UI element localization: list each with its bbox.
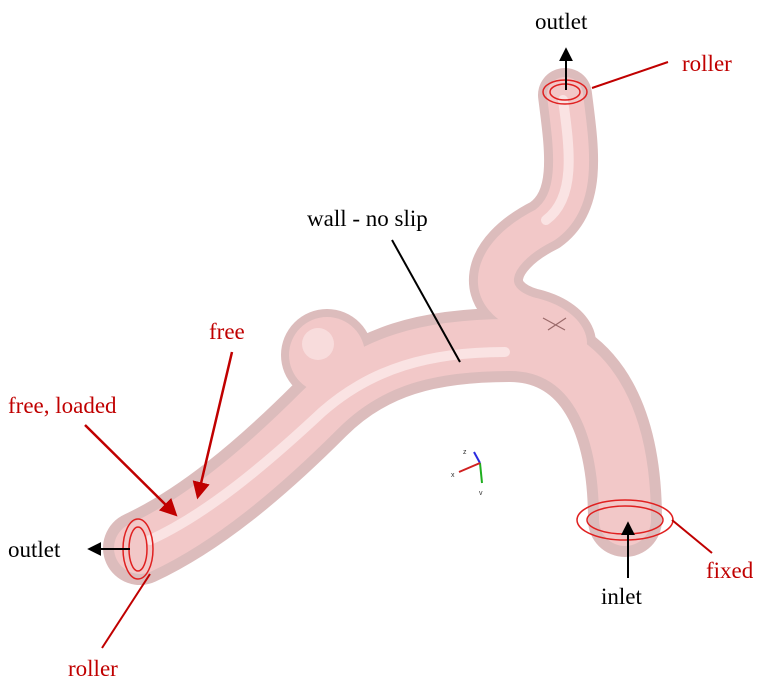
axis-y-label: v [479,490,483,497]
roller-top-leader [592,62,668,88]
axis-z-line [474,452,480,463]
axis-z-label: z [463,449,467,456]
free-loaded-label: free, loaded [8,393,117,418]
fixed-leader [672,520,712,553]
roller-bottom-label: roller [68,656,118,681]
wall-label: wall - no slip [307,206,428,231]
aneurysm-highlight [302,328,334,360]
free-label: free [209,319,245,344]
axis-x-line [459,463,480,472]
roller-bottom-leader [102,574,150,648]
roller-top-label: roller [682,51,732,76]
inlet-label: inlet [601,584,642,609]
outlet-top-label: outlet [535,9,588,34]
free-loaded-arrow [85,425,175,514]
fixed-label: fixed [706,558,754,583]
axis-triad: z x v [451,449,483,497]
axis-y-line [480,463,482,483]
axis-x-label: x [451,472,455,479]
outlet-left-label: outlet [8,537,61,562]
